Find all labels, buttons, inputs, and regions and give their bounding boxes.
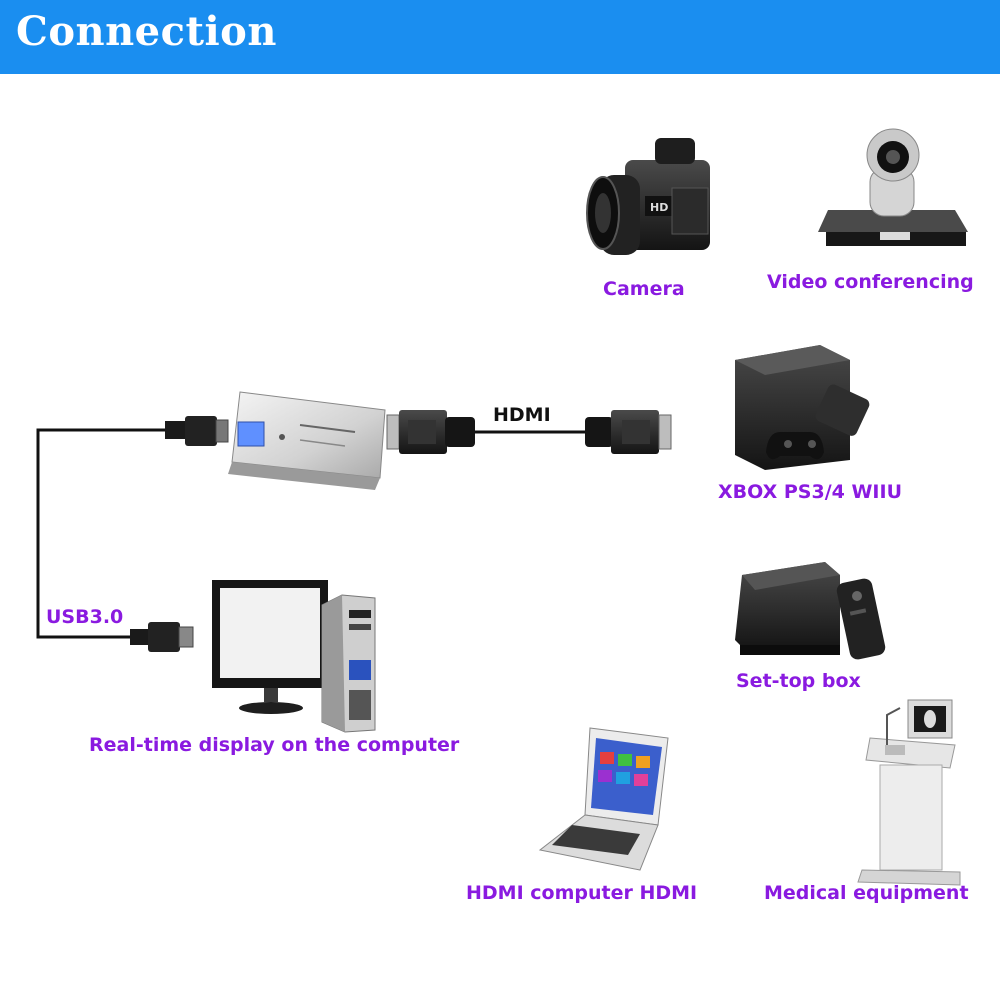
- game-console-icon: [735, 345, 870, 470]
- laptop-label: HDMI computer HDMI: [466, 882, 698, 904]
- header-banner: Connection: [0, 0, 1000, 74]
- console-label: XBOX PS3/4 WIIU: [718, 481, 902, 503]
- usb-plug-icon: [165, 416, 229, 446]
- page-title: Connection: [16, 8, 277, 55]
- video-conferencing-label: Video conferencing: [767, 271, 974, 293]
- svg-text:HD: HD: [650, 201, 668, 214]
- computer-display-label: Real-time display on the computer: [89, 734, 460, 756]
- usb-cable: [36, 428, 172, 639]
- hdmi-plug-icon: [386, 410, 475, 454]
- capture-device-icon: [228, 391, 386, 490]
- desktop-computer-icon: [212, 580, 376, 733]
- medical-equipment-icon: [857, 699, 961, 886]
- set-top-box-label: Set-top box: [736, 670, 861, 692]
- usb-plug-icon: [130, 622, 194, 652]
- hdmi-cable-label: HDMI: [493, 404, 551, 426]
- set-top-box-icon: [735, 562, 886, 660]
- medical-equipment-label: Medical equipment: [764, 882, 969, 904]
- conference-camera-icon: [818, 128, 968, 246]
- hdmi-plug-icon: [585, 410, 672, 454]
- camera-label: Camera: [603, 278, 685, 300]
- laptop-icon: [538, 727, 669, 871]
- camcorder-icon: HD: [586, 138, 710, 255]
- usb-label: USB3.0: [46, 606, 124, 628]
